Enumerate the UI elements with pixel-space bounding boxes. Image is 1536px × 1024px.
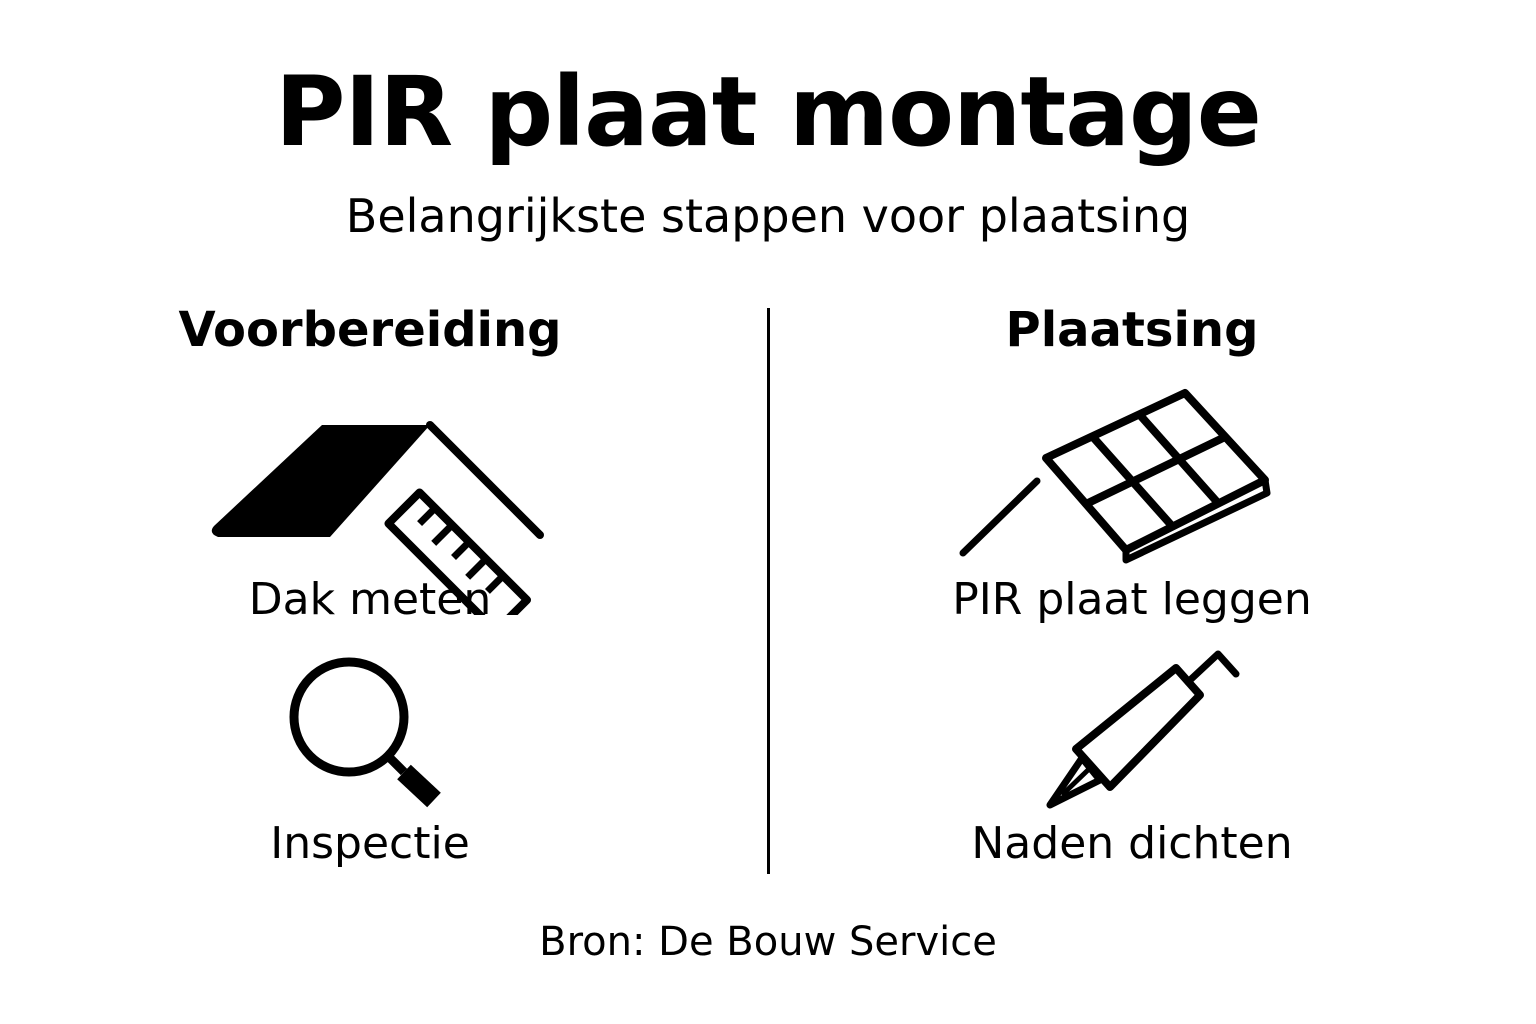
column-heading-preparation: Voorbereiding bbox=[178, 302, 562, 358]
page-subtitle: Belangrijkste stappen voor plaatsing bbox=[345, 189, 1191, 243]
source-note: Bron: De Bouw Service bbox=[539, 919, 997, 965]
insulation-panel-icon bbox=[959, 389, 1271, 564]
step-label-dak-meten: Dak meten bbox=[248, 574, 492, 625]
magnifier-icon bbox=[289, 657, 441, 808]
column-heading-placement: Plaatsing bbox=[1005, 302, 1259, 358]
step-label-inspectie: Inspectie bbox=[270, 818, 470, 869]
caulk-gun-icon bbox=[1046, 650, 1240, 809]
step-label-pir-plaat-leggen: PIR plaat leggen bbox=[952, 574, 1312, 625]
step-label-naden-dichten: Naden dichten bbox=[971, 818, 1293, 869]
roof-ruler-icon bbox=[211, 421, 544, 615]
column-divider bbox=[767, 308, 770, 874]
page-title: PIR plaat montage bbox=[275, 56, 1262, 168]
